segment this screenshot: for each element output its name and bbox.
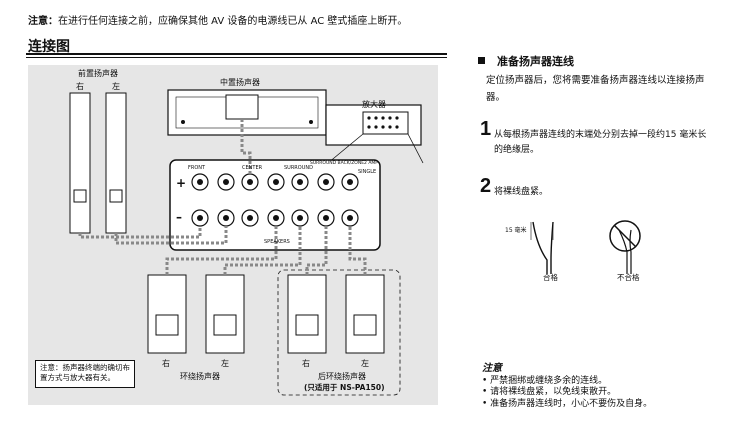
front-left-label: 左 xyxy=(112,82,120,91)
rear-left-speaker xyxy=(345,274,385,354)
panel-center-label: CENTER xyxy=(242,165,263,171)
surround-right-label: 右 xyxy=(162,359,170,368)
step-1: 1 从每根扬声器连线的末端处分别去掉一段约15 毫米长的绝缘层。 xyxy=(480,118,707,155)
rear-only-label: (只适用于 NS-PA150) xyxy=(304,383,385,392)
panel-front-label: FRONT xyxy=(188,165,206,171)
title-rule-thin xyxy=(26,57,447,58)
notes-block: 注意 • 严禁捆绑或缠绕多余的连线。 • 请将裸线盘紧，以免线束散开。 • 准备… xyxy=(482,363,702,410)
notes-item: • 请将裸线盘紧，以免线束散开。 xyxy=(482,387,617,397)
rear-surround-group xyxy=(277,269,401,396)
surround-left-speaker xyxy=(205,274,245,354)
plus-label: + xyxy=(176,176,187,190)
wire-illustration xyxy=(530,220,641,274)
notes-title: 注意 xyxy=(482,363,502,374)
panel-speakers-label: SPEAKERS xyxy=(264,239,290,245)
surround-speakers-label: 环绕扬声器 xyxy=(180,372,220,381)
front-right-label: 右 xyxy=(76,82,84,91)
dim-label: 15 毫米 xyxy=(505,227,527,234)
right-intro: 定位扬声器后，您将需要准备扬声器连线以连接扬声器。 xyxy=(486,75,705,103)
center-speaker-label: 中置扬声器 xyxy=(220,78,260,87)
wiring-illustration xyxy=(69,89,424,396)
surround-right-speaker xyxy=(147,274,187,354)
panel-surround-label: SURROUND xyxy=(284,165,313,171)
minus-label: – xyxy=(176,210,182,224)
ng-label: 不合格 xyxy=(617,273,640,282)
top-note: 注意：在进行任何连接之前，应确保其他 AV 设备的电源线已从 AC 壁式插座上断… xyxy=(28,16,408,27)
step-2: 2 将裸线盘紧。 xyxy=(480,175,549,197)
front-right-speaker xyxy=(69,92,91,234)
front-left-speaker xyxy=(105,92,127,234)
right-heading: 准备扬声器连线 xyxy=(478,53,574,69)
title-rule xyxy=(26,53,447,55)
diagram-note-box: 注意：扬声器终端的确切布置方式与放大器有关。 xyxy=(35,360,135,388)
rear-surround-label: 后环绕扬声器 xyxy=(318,372,366,381)
notes-item: • 严禁捆绑或缠绕多余的连线。 xyxy=(482,375,608,386)
amplifier-label: 放大器 xyxy=(362,100,386,109)
connection-diagram: 前置扬声器 右 左 中置扬声器 放大器 FRONT CENTER SURROUN… xyxy=(28,65,438,405)
rear-right-speaker xyxy=(287,274,327,354)
panel-single-label: SINGLE xyxy=(358,169,377,175)
rear-left-label: 左 xyxy=(361,359,369,368)
section-title: 连接图 xyxy=(28,39,70,55)
rear-right-label: 右 xyxy=(302,359,310,368)
surround-left-label: 左 xyxy=(221,359,229,368)
front-speakers-label: 前置扬声器 xyxy=(78,69,118,78)
panel-surround-back-label: SURROUND BACK/ZONE2 AMP xyxy=(310,161,378,166)
bullet-square-icon xyxy=(478,57,485,64)
ok-label: 合格 xyxy=(543,273,558,282)
notes-item: • 准备扬声器连线时，小心不要伤及自身。 xyxy=(482,398,653,409)
